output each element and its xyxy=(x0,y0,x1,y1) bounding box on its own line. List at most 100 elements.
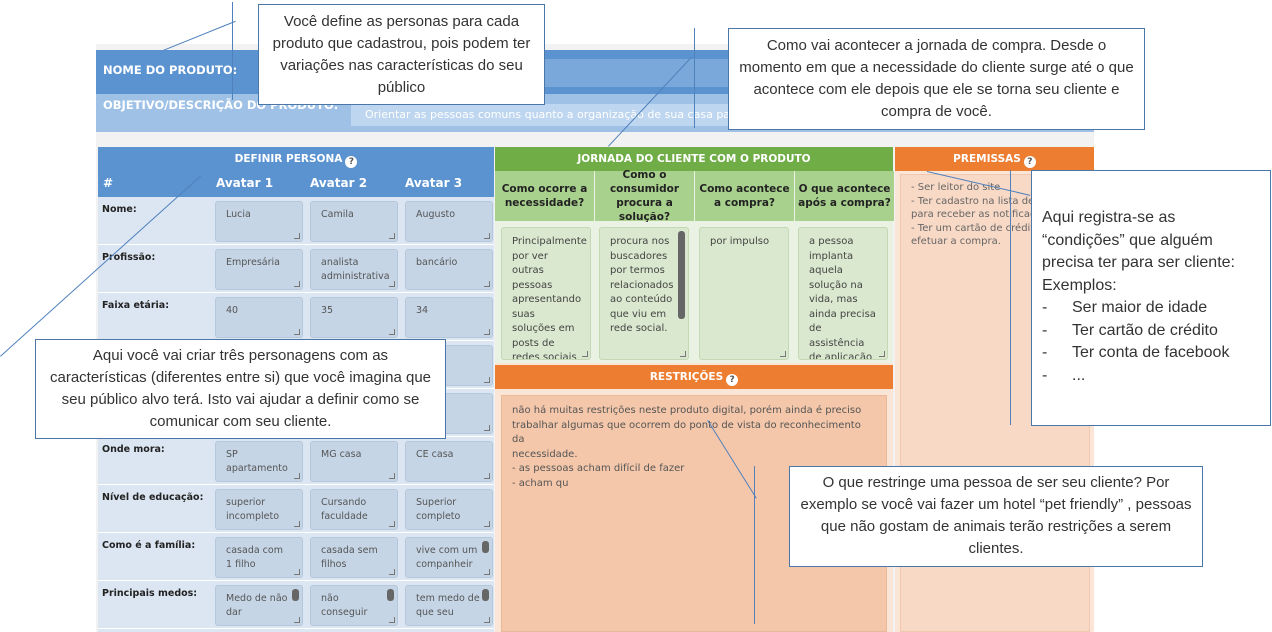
list-item-text: Ter conta de facebook xyxy=(1072,344,1230,361)
persona-field-avatar-2[interactable]: analista administrativa xyxy=(310,249,398,290)
scrollbar-thumb[interactable] xyxy=(482,541,489,553)
resize-handle-icon[interactable] xyxy=(389,281,395,287)
resize-handle-icon[interactable] xyxy=(294,473,300,479)
journey-section-title: JORNADA DO CLIENTE COM O PRODUTO xyxy=(577,153,811,165)
persona-field-avatar-2[interactable]: Cursando faculdade xyxy=(310,489,398,530)
persona-field-avatar-1[interactable]: casada com 1 filho xyxy=(215,537,303,578)
persona-field-avatar-3[interactable]: 34 xyxy=(405,297,493,338)
scrollbar-thumb[interactable] xyxy=(482,589,489,601)
journey-panel: Como ocorre a necessidade? Como o consum… xyxy=(495,169,894,363)
resize-handle-icon[interactable] xyxy=(294,233,300,239)
list-item: -Ter cartão de crédito xyxy=(1042,320,1260,343)
persona-section-header: DEFINIR PERSONA? xyxy=(98,147,494,171)
persona-field-avatar-1[interactable]: SP apartamento xyxy=(215,441,303,482)
resize-handle-icon[interactable] xyxy=(484,329,490,335)
resize-handle-icon[interactable] xyxy=(879,351,885,357)
persona-field-avatar-3[interactable]: vive com um companheir xyxy=(405,537,493,578)
persona-field-avatar-3[interactable]: Superior completo xyxy=(405,489,493,530)
column-header-avatar-3: Avatar 3 xyxy=(405,176,463,190)
resize-handle-icon[interactable] xyxy=(389,617,395,623)
persona-row-label: Onde mora: xyxy=(102,444,165,455)
persona-field-text: bancário xyxy=(416,257,458,268)
resize-handle-icon[interactable] xyxy=(389,569,395,575)
list-item: -Ser maior de idade xyxy=(1042,297,1260,320)
help-icon[interactable]: ? xyxy=(726,374,739,386)
persona-field-avatar-1[interactable]: Medo de não dar xyxy=(215,585,303,626)
persona-field-avatar-1[interactable]: superior incompleto xyxy=(215,489,303,530)
restrictions-line: - acham qu xyxy=(512,477,569,489)
resize-handle-icon[interactable] xyxy=(484,617,490,623)
resize-handle-icon[interactable] xyxy=(294,617,300,623)
callout-examples-title: Exemplos: xyxy=(1042,276,1117,294)
list-item-text: Ser maior de idade xyxy=(1072,299,1208,316)
persona-column-headers: # Avatar 1 Avatar 2 Avatar 3 xyxy=(98,171,494,197)
restrictions-section-header: RESTRIÇÕES? xyxy=(495,365,893,389)
persona-field-avatar-2[interactable]: Camila xyxy=(310,201,398,242)
persona-field-text: 34 xyxy=(416,305,429,316)
restrictions-panel: RESTRIÇÕES? não há muitas restrições nes… xyxy=(495,363,893,632)
callout-restrictions: O que restringe uma pessoa de ser seu cl… xyxy=(789,466,1203,567)
persona-field-avatar-3[interactable]: tem medo de que seu xyxy=(405,585,493,626)
persona-field-text: casada com 1 filho xyxy=(226,545,283,570)
resize-handle-icon[interactable] xyxy=(389,329,395,335)
persona-field-avatar-2[interactable]: 35 xyxy=(310,297,398,338)
scrollbar-thumb[interactable] xyxy=(387,589,394,601)
persona-field-avatar-3[interactable]: Augusto xyxy=(405,201,493,242)
scrollbar-thumb[interactable] xyxy=(292,589,299,601)
persona-field-avatar-2[interactable]: não conseguir xyxy=(310,585,398,626)
resize-handle-icon[interactable] xyxy=(389,473,395,479)
journey-answer-after-purchase[interactable]: a pessoa implanta aquela solução na vida… xyxy=(798,227,888,360)
column-header-index: # xyxy=(103,176,114,190)
list-item-text: Ter cartão de crédito xyxy=(1072,321,1218,339)
persona-field-avatar-2[interactable]: casada sem filhos xyxy=(310,537,398,578)
help-icon[interactable]: ? xyxy=(345,156,358,168)
persona-row-label: Nível de educação: xyxy=(102,492,204,503)
premises-section-header: PREMISSAS? xyxy=(895,147,1094,171)
resize-handle-icon[interactable] xyxy=(389,233,395,239)
persona-row-label: Nome: xyxy=(102,204,137,215)
resize-handle-icon[interactable] xyxy=(294,569,300,575)
resize-handle-icon[interactable] xyxy=(484,281,490,287)
resize-handle-icon[interactable] xyxy=(294,329,300,335)
resize-handle-icon[interactable] xyxy=(780,351,786,357)
persona-field-avatar-2[interactable]: MG casa xyxy=(310,441,398,482)
callout-connector xyxy=(754,466,755,624)
persona-row-label: Principais medos: xyxy=(102,588,198,599)
persona-field-text: Superior completo xyxy=(416,497,461,522)
journey-answer-text: procura nos buscadores por termos relaci… xyxy=(610,236,674,334)
persona-field-avatar-1[interactable]: Lucia xyxy=(215,201,303,242)
journey-answer-purchase[interactable]: por impulso xyxy=(699,227,789,360)
help-icon[interactable]: ? xyxy=(1023,156,1036,168)
resize-handle-icon[interactable] xyxy=(484,569,490,575)
column-header-avatar-1: Avatar 1 xyxy=(216,176,274,190)
resize-handle-icon[interactable] xyxy=(680,351,686,357)
callout-journey: Como vai acontecer a jornada de compra. … xyxy=(728,28,1145,130)
callout-premises: Aqui registra-se as “condições” que algu… xyxy=(1031,170,1271,426)
persona-field-text: Cursando faculdade xyxy=(321,497,368,522)
journey-answer-search[interactable]: procura nos buscadores por termos relaci… xyxy=(599,227,689,360)
scrollbar-thumb[interactable] xyxy=(678,231,685,319)
premises-section-title: PREMISSAS xyxy=(953,153,1021,165)
resize-handle-icon[interactable] xyxy=(389,521,395,527)
journey-answer-text: por impulso xyxy=(710,236,770,247)
persona-row-label: Faixa etária: xyxy=(102,300,169,311)
persona-field-avatar-1[interactable]: 40 xyxy=(215,297,303,338)
premises-line: para receber as notificaçõ xyxy=(911,209,1042,220)
persona-field-avatar-1[interactable]: Empresária xyxy=(215,249,303,290)
resize-handle-icon[interactable] xyxy=(484,521,490,527)
journey-answer-need[interactable]: Principalmente por ver outras pessoas ap… xyxy=(501,227,591,360)
callout-text: Como vai acontecer a jornada de compra. … xyxy=(739,37,1134,120)
resize-handle-icon[interactable] xyxy=(294,521,300,527)
resize-handle-icon[interactable] xyxy=(484,425,490,431)
resize-handle-icon[interactable] xyxy=(484,233,490,239)
persona-field-avatar-3[interactable]: bancário xyxy=(405,249,493,290)
resize-handle-icon[interactable] xyxy=(294,281,300,287)
resize-handle-icon[interactable] xyxy=(484,377,490,383)
persona-field-avatar-3[interactable]: CE casa xyxy=(405,441,493,482)
persona-field-text: 35 xyxy=(321,305,334,316)
resize-handle-icon[interactable] xyxy=(484,473,490,479)
resize-handle-icon[interactable] xyxy=(582,351,588,357)
